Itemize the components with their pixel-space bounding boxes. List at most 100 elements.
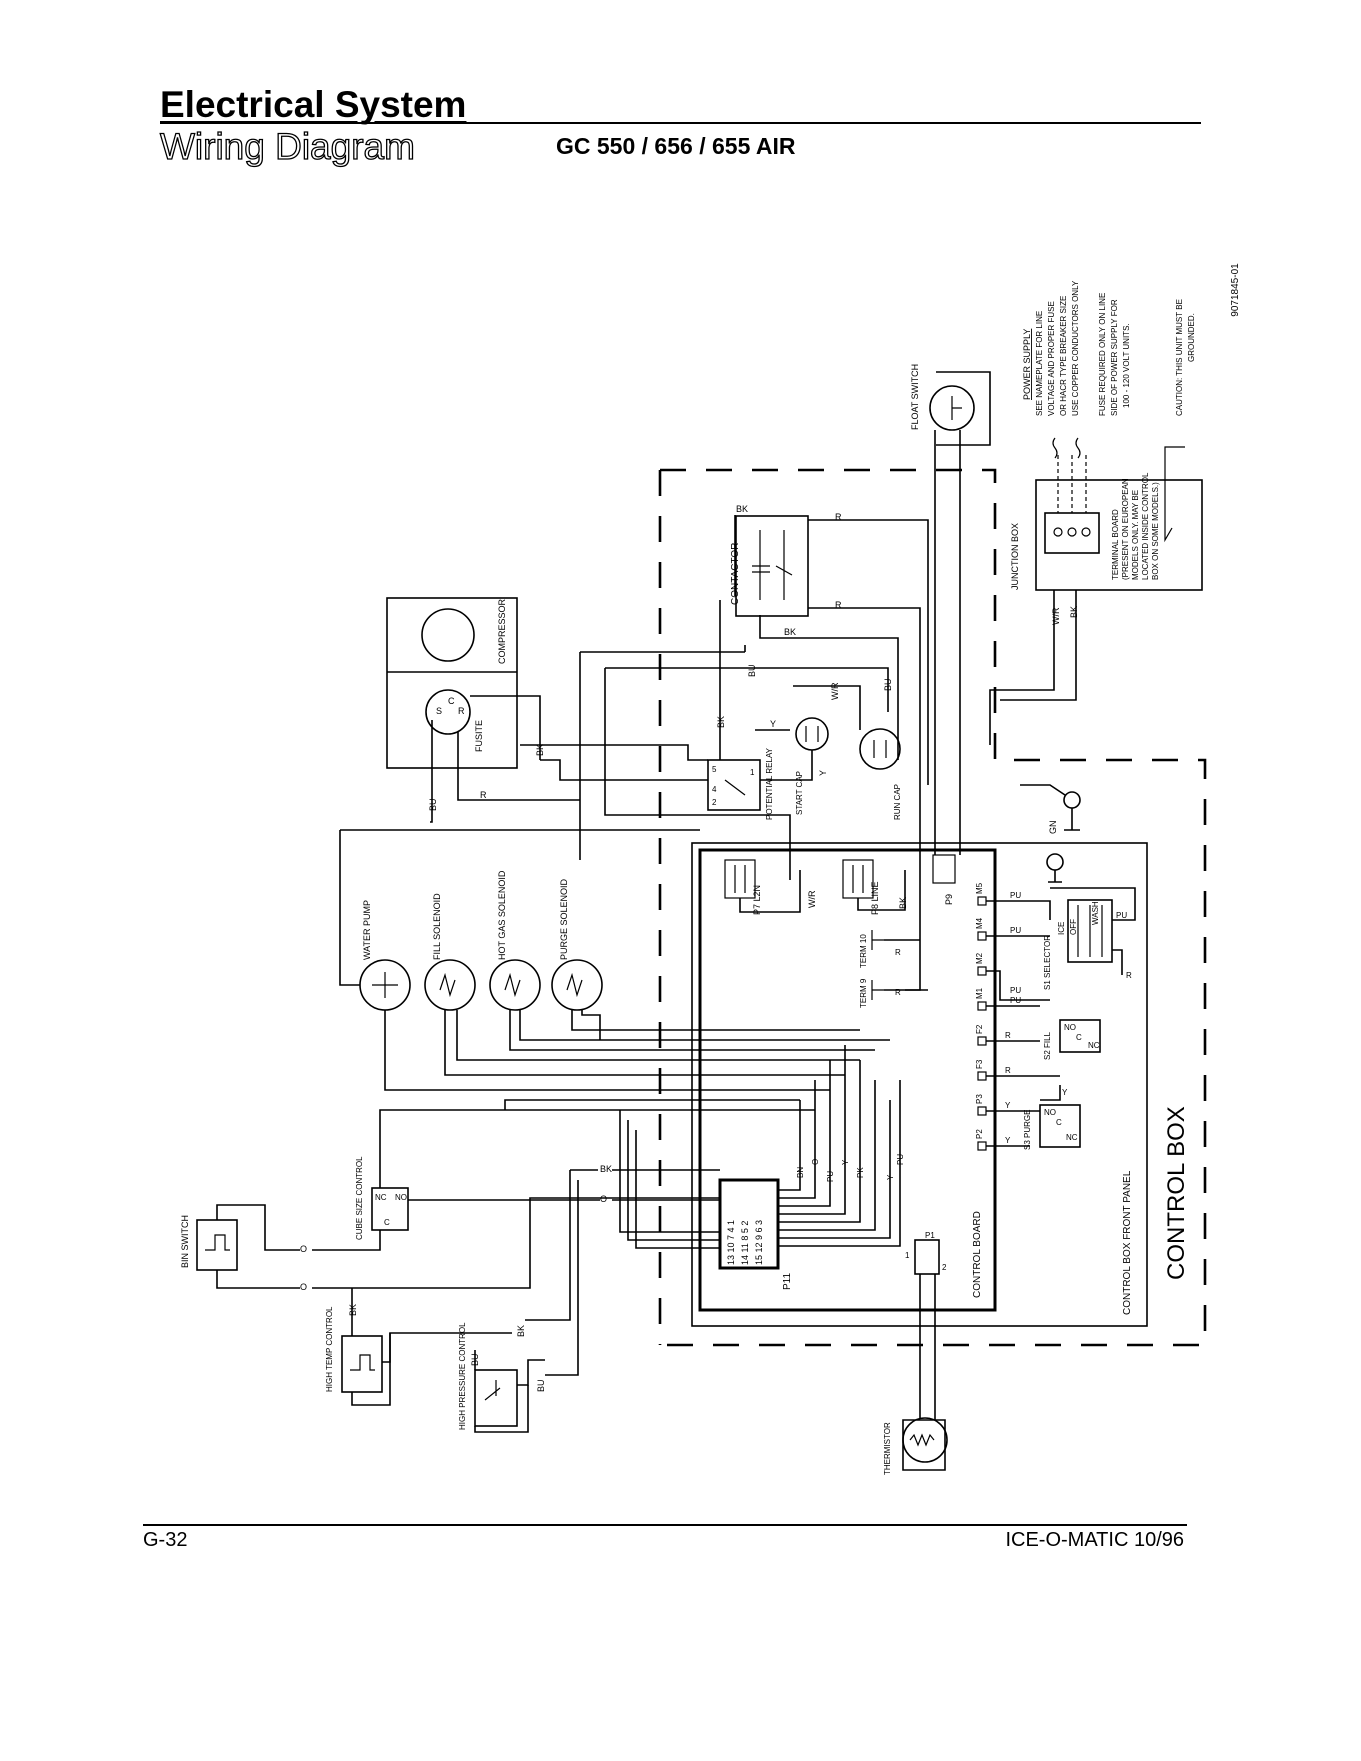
caution-text-2: GROUNDED. xyxy=(1187,313,1196,362)
terminal-board-note: TERMINAL BOARD (PRESENT ON EUROPEAN MODE… xyxy=(1111,472,1160,580)
p9-connector xyxy=(932,854,956,884)
contactor-bk-top: BK xyxy=(736,504,748,514)
s3-c: C xyxy=(1056,1118,1062,1127)
p11-connector xyxy=(718,1178,780,1270)
wire-wr-junction xyxy=(989,590,1055,745)
wire-hp-bu-label: BU xyxy=(470,1353,480,1366)
wire-o-label: O xyxy=(811,1159,820,1165)
wire-s3-y xyxy=(1040,1085,1061,1101)
wire-s1-pu-label: PU xyxy=(1116,911,1127,920)
ground-lead xyxy=(1164,446,1185,543)
hot-gas-solenoid-icon xyxy=(504,972,521,998)
wire-p8-bk-label: BK xyxy=(898,897,908,909)
cube-size-label: CUBE SIZE CONTROL xyxy=(355,1156,364,1240)
cube-nc: NC xyxy=(375,1193,387,1202)
wire-p2-y-label: Y xyxy=(1005,1136,1011,1145)
p8-connector xyxy=(842,859,874,899)
power-supply-notes: POWER SUPPLY SEE NAMEPLATE FOR LINE VOLT… xyxy=(1022,280,1196,416)
supply-break xyxy=(1052,437,1081,459)
wire-cube-o-label: O xyxy=(600,1194,607,1204)
terminal-note-4: LOCATED INSIDE CONTROL xyxy=(1141,472,1150,580)
p11-row-3: 15 12 9 6 3 xyxy=(754,1220,764,1265)
page-subtitle: Wiring Diagram xyxy=(159,125,415,167)
thermistor-label: THERMISTOR xyxy=(883,1422,892,1475)
s1-label: S1 SELECTOR xyxy=(1043,935,1052,990)
wire-contactor-r-bottom xyxy=(808,607,921,991)
contactor-r-bottom: R xyxy=(835,600,842,610)
s3-purge-switch[interactable] xyxy=(1039,1104,1081,1148)
contactor xyxy=(735,515,809,617)
footer-rule xyxy=(143,1524,1187,1526)
compressor xyxy=(386,597,518,769)
run-cap xyxy=(859,728,901,770)
water-pump-icon xyxy=(372,972,398,998)
fusite-label: FUSITE xyxy=(474,720,484,752)
front-panel-label: CONTROL BOX FRONT PANEL xyxy=(1122,1170,1133,1315)
wire-bk-relay-label: BK xyxy=(716,716,726,728)
relay-pin-4: 4 xyxy=(712,785,717,794)
power-supply-note-6: FUSE REQUIRED ONLY ON LINE xyxy=(1098,293,1107,416)
p1-connector xyxy=(914,1239,940,1275)
wire-f2-r-label: R xyxy=(1005,1031,1011,1040)
pin-m4: M4 xyxy=(975,917,984,929)
wire-bu-down-hp xyxy=(545,1180,579,1376)
terminal-note-5: BOX ON SOME MODELS.) xyxy=(1151,482,1160,580)
term9-r: R xyxy=(895,988,901,997)
wire-contactor-bk-bottom xyxy=(759,615,899,760)
footer-brand: ICE-O-MATIC 10/96 xyxy=(1005,1529,1184,1551)
ground-symbol-bottom xyxy=(1048,870,1062,883)
high-pressure-icon xyxy=(484,1380,501,1401)
s2-fill-switch[interactable] xyxy=(1059,1019,1101,1053)
cube-no: NO xyxy=(395,1193,407,1202)
terminal-2 xyxy=(1067,527,1077,537)
thermistor-element xyxy=(909,1433,935,1447)
start-cap-label: START CAP xyxy=(795,771,804,815)
wire-wr-label: W/R xyxy=(830,682,840,700)
wire-bk-comp-label: BK xyxy=(535,744,545,756)
terminal-1 xyxy=(1053,527,1063,537)
s2-c: C xyxy=(1076,1033,1082,1042)
wire-gn-label: GN xyxy=(1048,821,1058,835)
wire-bn-label: BN xyxy=(796,1167,805,1178)
ground-screw-top xyxy=(1063,791,1081,809)
wire-bk-relay-2 xyxy=(540,759,708,781)
wire-high-temp-out xyxy=(382,1332,512,1363)
s1-ice: ICE xyxy=(1057,922,1066,935)
fusite xyxy=(425,689,471,735)
wire-board-left-3 xyxy=(635,1130,720,1249)
p7-connector xyxy=(724,859,756,899)
wire-y-start-low xyxy=(760,750,813,781)
wire-p7-wr xyxy=(739,870,801,913)
start-cap xyxy=(795,717,829,751)
p11-wires xyxy=(778,1045,901,1247)
p8-label: P8 LINE xyxy=(870,881,880,915)
wire-bu-run xyxy=(605,667,889,712)
page-title: Electrical System xyxy=(160,84,467,125)
wire-high-temp-loop xyxy=(351,1333,391,1406)
wire-s3-y-label: Y xyxy=(1062,1088,1068,1097)
model-numbers: GC 550 / 656 / 655 AIR xyxy=(556,133,796,159)
potential-relay xyxy=(707,759,761,811)
high-temp-control xyxy=(341,1335,383,1393)
wire-hp-out xyxy=(517,1359,545,1386)
power-supply-note-2: VOLTAGE AND PROPER FUSE xyxy=(1047,301,1056,416)
power-supply-note-4: USE COPPER CONDUCTORS ONLY xyxy=(1071,280,1080,416)
relay-pin-2: 2 xyxy=(712,798,717,807)
terminal-board xyxy=(1044,512,1100,554)
bin-switch xyxy=(196,1219,238,1271)
wire-s1-r xyxy=(1112,949,1123,975)
s2-no: NO xyxy=(1064,1023,1076,1032)
pin-p2: P2 xyxy=(975,1129,984,1139)
cube-size-control xyxy=(371,1187,409,1231)
compressor-motor-icon xyxy=(421,608,475,662)
wire-bu-down-2 xyxy=(604,668,791,880)
wire-board-left-2 xyxy=(627,1120,720,1241)
float-switch-housing xyxy=(936,371,991,446)
wire-bu-compressor xyxy=(430,720,433,823)
control-board xyxy=(698,848,997,1312)
power-supply-note-7: SIDE OF POWER SUPPLY FOR xyxy=(1110,299,1119,416)
control-box-label: CONTROL BOX xyxy=(1163,1106,1190,1280)
wire-high-temp-bk-label: BK xyxy=(348,1304,358,1316)
supply-leads xyxy=(1057,455,1087,513)
